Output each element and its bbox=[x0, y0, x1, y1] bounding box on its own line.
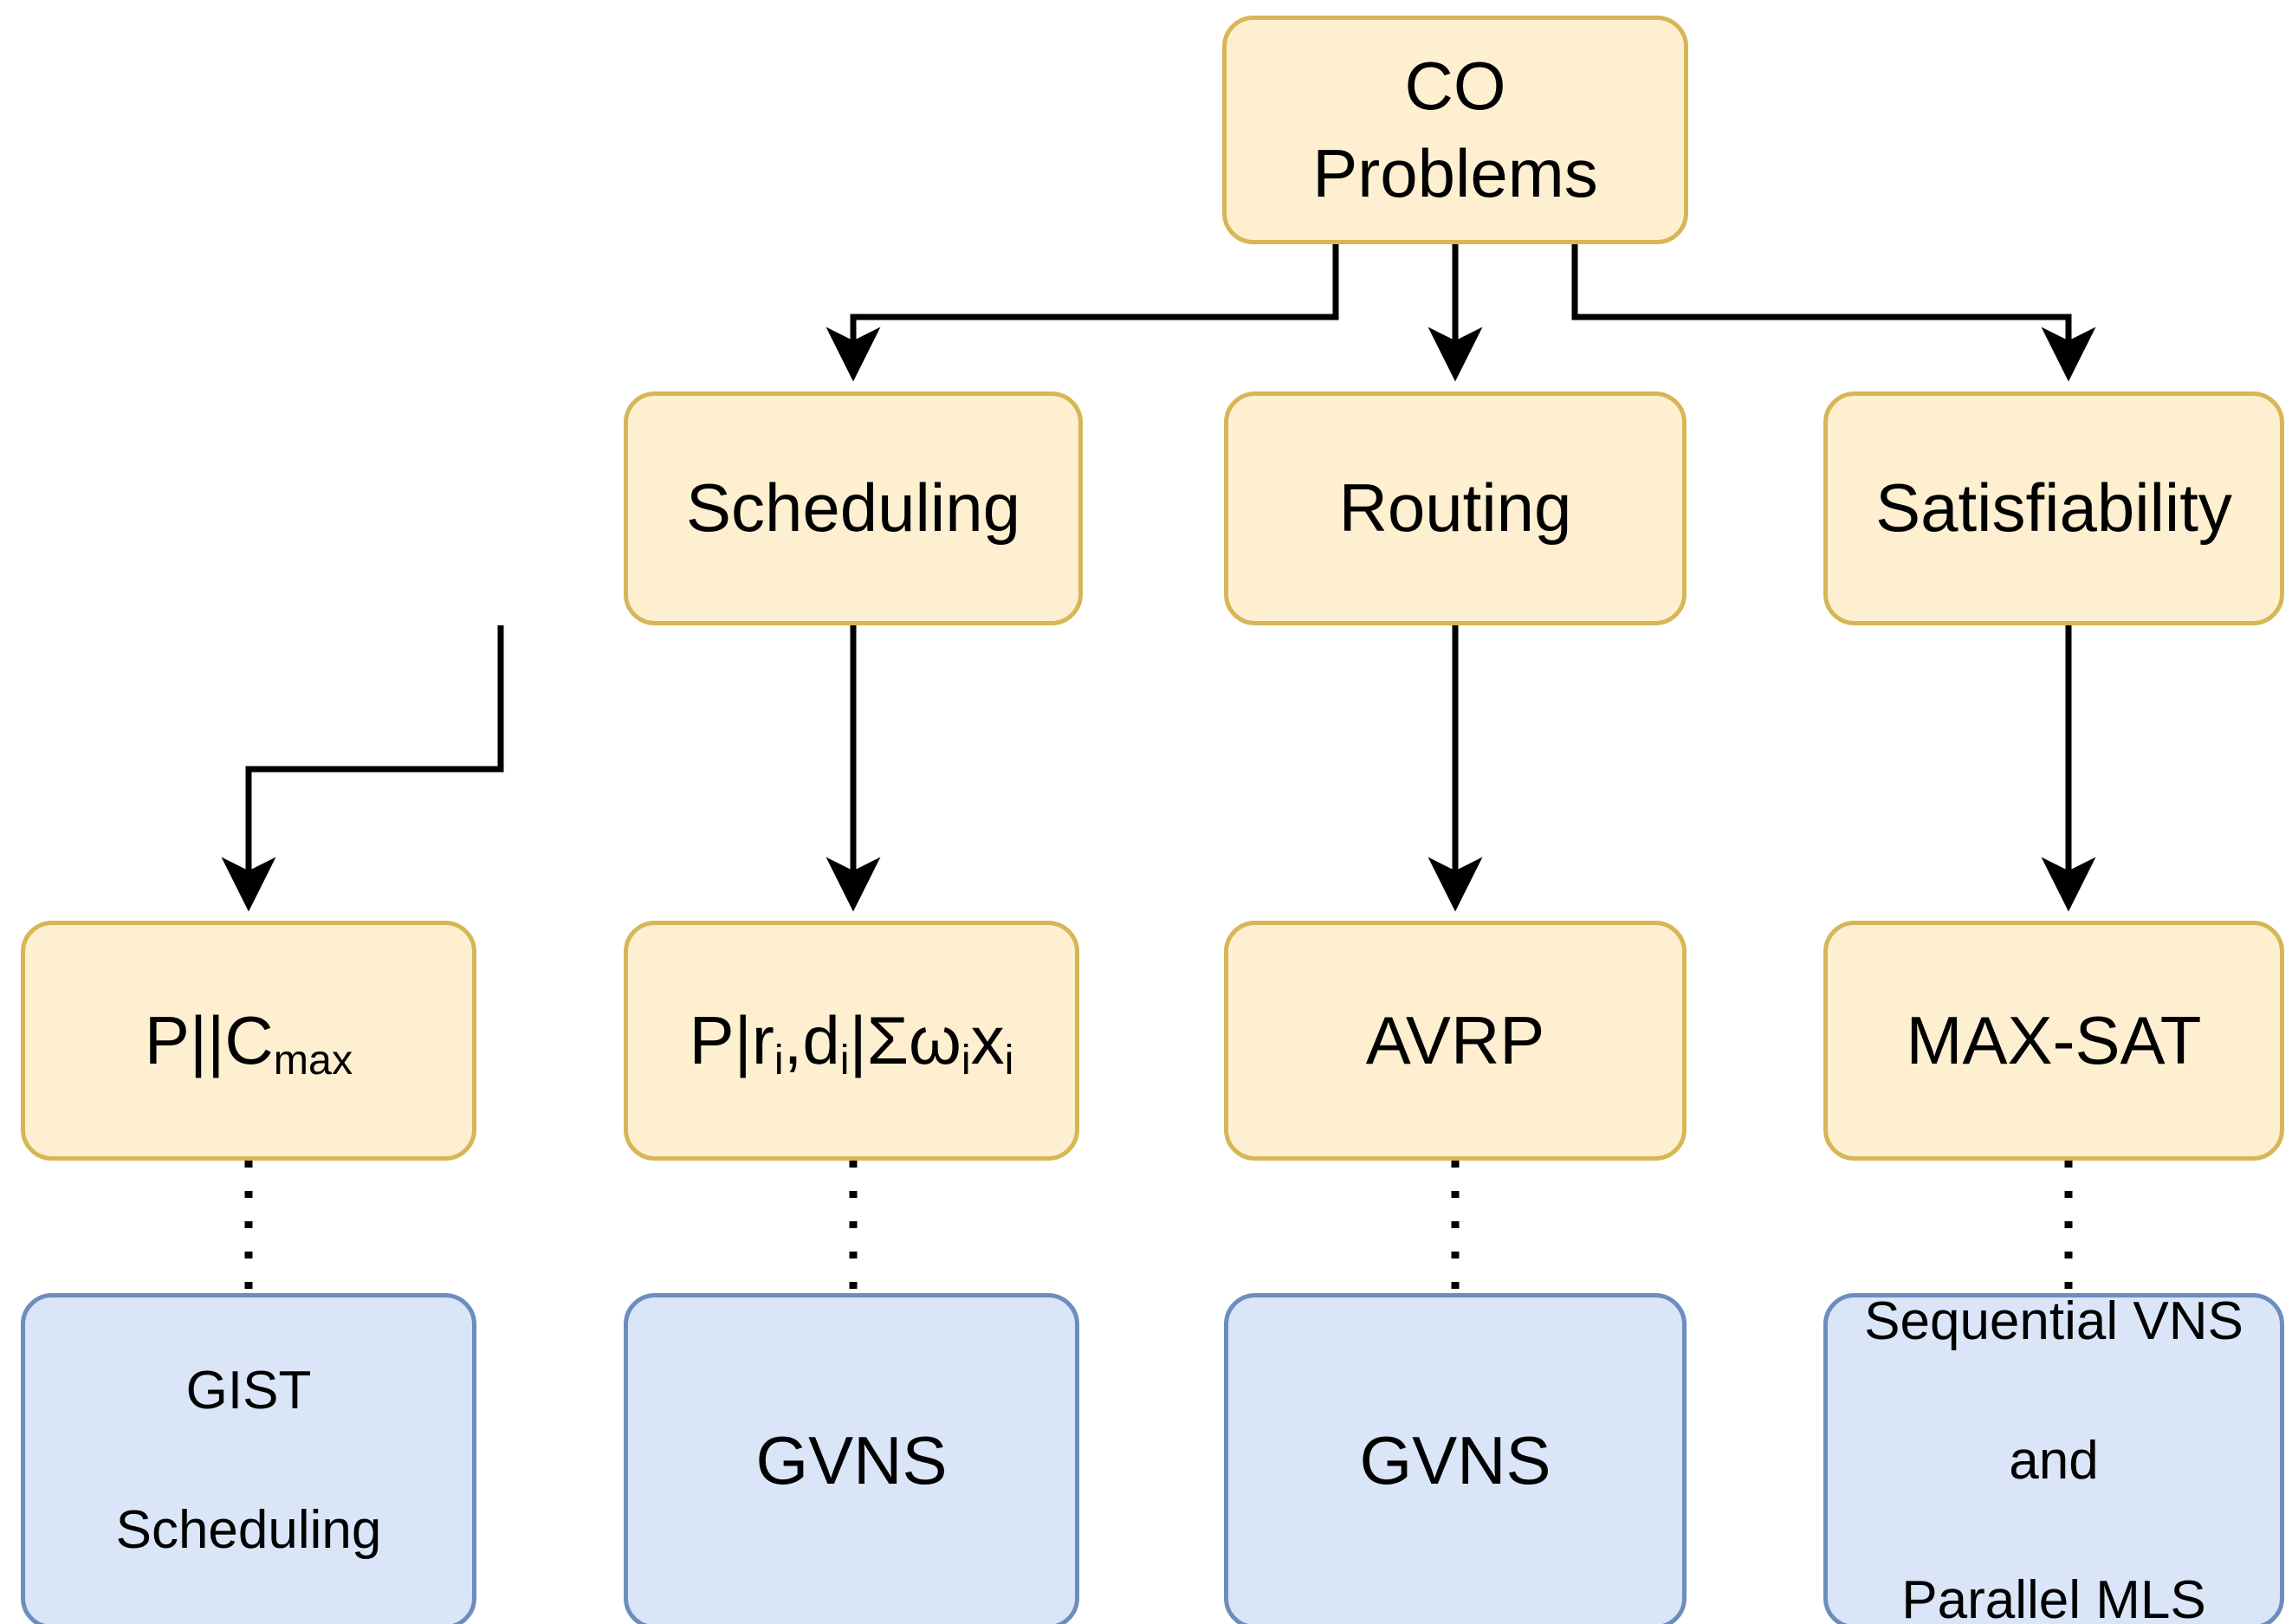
co-problems-line2: Problems bbox=[1312, 135, 1598, 211]
node-method-gvns-routing[interactable]: GVNS bbox=[1224, 1293, 1687, 1624]
edge-root-to-scheduling bbox=[826, 244, 1339, 382]
pcmax-subscript: max bbox=[273, 1037, 353, 1084]
node-scheduling[interactable]: Scheduling bbox=[624, 391, 1083, 625]
node-problem-avrp-label: AVRP bbox=[1365, 1001, 1545, 1078]
node-method-gvns-routing-label: GVNS bbox=[1359, 1422, 1551, 1499]
node-problem-pcmax[interactable]: P||Cmax bbox=[21, 921, 476, 1161]
vnsmls-line3: Parallel MLS bbox=[1901, 1569, 2206, 1624]
node-co-problems-label: CO Problems bbox=[1227, 42, 1684, 218]
node-routing-label: Routing bbox=[1338, 469, 1572, 547]
gist-line1: GIST bbox=[185, 1361, 312, 1421]
edge-root-to-satisfiability bbox=[1571, 244, 2096, 382]
edge-scheduling-to-pcmax bbox=[221, 625, 504, 912]
node-problem-pcmax-label: P||Cmax bbox=[144, 1001, 353, 1084]
node-method-vns-mls[interactable]: Sequential VNS and Parallel MLS bbox=[1823, 1291, 2284, 1624]
node-method-gvns-scheduling-label: GVNS bbox=[755, 1422, 948, 1499]
node-method-gvns-scheduling[interactable]: GVNS bbox=[624, 1293, 1079, 1624]
node-satisfiability-label: Satisfiability bbox=[1875, 469, 2232, 547]
node-problem-maxsat-label: MAX-SAT bbox=[1906, 1001, 2202, 1078]
node-scheduling-label: Scheduling bbox=[686, 469, 1020, 547]
node-satisfiability[interactable]: Satisfiability bbox=[1823, 391, 2284, 625]
node-problem-maxsat[interactable]: MAX-SAT bbox=[1823, 921, 2284, 1161]
node-problem-pridi[interactable]: P|ri,di|Σωixi bbox=[624, 921, 1079, 1161]
node-method-gist-scheduling-label: GIST Scheduling bbox=[25, 1356, 472, 1566]
node-co-problems[interactable]: CO Problems bbox=[1222, 16, 1688, 244]
node-method-vns-mls-label: Sequential VNS and Parallel MLS bbox=[1828, 1287, 2280, 1624]
vnsmls-line2: and bbox=[2009, 1430, 2099, 1491]
gist-line2: Scheduling bbox=[115, 1500, 382, 1561]
node-routing[interactable]: Routing bbox=[1224, 391, 1687, 625]
vnsmls-line1: Sequential VNS bbox=[1864, 1291, 2243, 1351]
co-problems-line1: CO bbox=[1404, 47, 1506, 124]
node-problem-avrp[interactable]: AVRP bbox=[1224, 921, 1687, 1161]
node-problem-pridi-label: P|ri,di|Σωixi bbox=[689, 1001, 1014, 1084]
node-method-gist-scheduling[interactable]: GIST Scheduling bbox=[21, 1293, 476, 1624]
